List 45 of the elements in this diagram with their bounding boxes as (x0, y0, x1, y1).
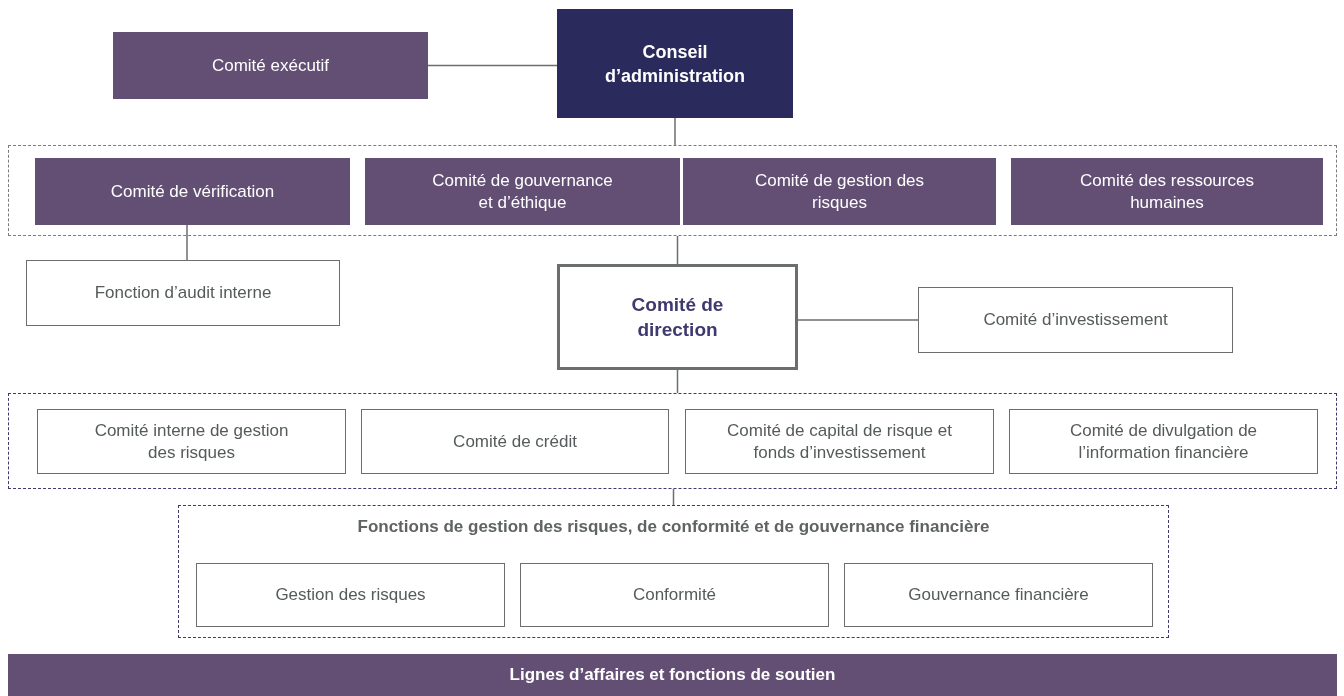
connector-line (186, 223, 188, 261)
committee-box (520, 563, 829, 627)
committee-box (683, 158, 996, 225)
box-label: Comité d’investissement (983, 309, 1168, 331)
box-label: Comité de gouvernance et d’éthique (431, 169, 614, 214)
committee-box (365, 158, 680, 225)
box-label: Lignes d’affaires et fonctions de soutien (509, 664, 836, 687)
committee-box (35, 158, 350, 225)
box-label: Gestion des risques (275, 584, 426, 606)
group-heading: Fonctions de gestion des risques, de conformité et de gouvernance financière (357, 516, 990, 538)
box-label: Comité de vérification (110, 180, 275, 203)
connector-line (672, 488, 675, 506)
committee-box (685, 409, 994, 474)
committee-box (844, 563, 1153, 627)
box-label: Conformité (632, 584, 717, 606)
group-frame (178, 505, 1169, 638)
connector-line (797, 319, 919, 321)
connector-line (676, 369, 679, 394)
committee-box (37, 409, 346, 474)
box-label: Fonction d’audit interne (94, 282, 272, 304)
committee-box (918, 287, 1233, 353)
management-box (557, 264, 798, 370)
connector-line (676, 235, 679, 265)
board-box (557, 9, 793, 118)
box-label: Gouvernance financière (908, 584, 1089, 606)
connector-line (674, 117, 676, 146)
committee-box (361, 409, 669, 474)
box-label: Comité interne de gestion des risques (93, 419, 290, 464)
box-label: Comité exécutif (211, 54, 330, 77)
box-label: Comité de capital de risque et fonds d’investissement (726, 419, 953, 464)
committee-box (113, 32, 428, 99)
box-label: Comité de gestion des risques (753, 169, 926, 214)
box-label: Conseil d’administration (604, 40, 746, 88)
committee-box (196, 563, 505, 627)
committee-box (26, 260, 340, 326)
group-frame (8, 145, 1337, 236)
box-label: Comité de crédit (453, 430, 577, 453)
box-label: Comité de direction (630, 293, 725, 342)
committee-box (1009, 409, 1318, 474)
box-label: Comité de divulgation de l’information financière (1068, 419, 1259, 464)
group-frame (8, 393, 1337, 489)
box-label: Comité des ressources humaines (1079, 169, 1255, 214)
committee-box (1011, 158, 1323, 225)
banner-bar (8, 654, 1337, 696)
connector-line (427, 64, 558, 67)
